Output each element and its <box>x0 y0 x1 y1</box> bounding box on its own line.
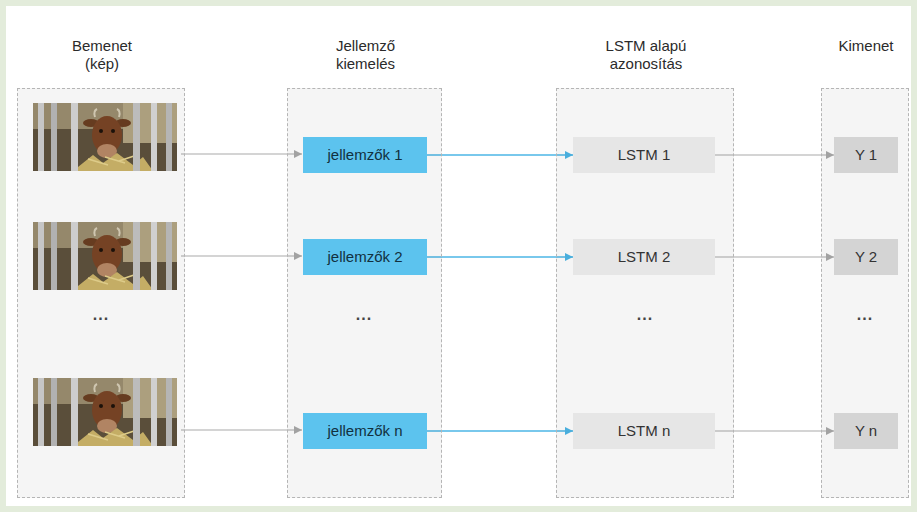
feature-box: jellemzők 1 <box>303 137 427 173</box>
feature-box: jellemzők 2 <box>303 239 427 275</box>
box-label: LSTM 2 <box>618 248 671 266</box>
column-heading-slot: Kimenet <box>816 37 916 55</box>
image-arrow <box>181 255 302 256</box>
column-heading-slot: Bemenet (kép) <box>62 37 142 73</box>
feature-box: jellemzők n <box>303 413 427 449</box>
column-heading: LSTM alapú azonosítás <box>591 37 701 73</box>
image-arrow <box>181 429 302 430</box>
column-heading: Kimenet <box>816 37 916 55</box>
image-arrow <box>181 153 302 154</box>
box-label: jellemzők n <box>327 422 402 440</box>
stage-panel: KimenetY 1Y 2Y n <box>821 88 909 498</box>
lstm-box: LSTM 1 <box>573 137 715 173</box>
flow-arrow <box>427 256 573 257</box>
flow-arrow <box>427 154 573 155</box>
output-box: Y 1 <box>834 137 898 173</box>
stage-panel: Jellemző kiemelésjellemzők 1jellemzők 2j… <box>287 88 442 498</box>
lstm-box: LSTM 2 <box>573 239 715 275</box>
column-heading-slot: LSTM alapú azonosítás <box>591 37 701 73</box>
column-heading: Bemenet (kép) <box>62 37 142 73</box>
ellipsis-label: ... <box>71 306 131 324</box>
box-label: jellemzők 1 <box>327 146 402 164</box>
column-heading-slot: Jellemző kiemelés <box>316 37 416 73</box>
column-heading: Jellemző kiemelés <box>316 37 416 73</box>
output-box: Y n <box>834 413 898 449</box>
ellipsis-slot: ... <box>615 306 675 324</box>
ellipsis-label: ... <box>615 306 675 324</box>
box-label: jellemzők 2 <box>327 248 402 266</box>
ellipsis-slot: ... <box>835 306 895 324</box>
ellipsis-slot: ... <box>334 306 394 324</box>
stage-panel: Bemenet (kép) <box>17 88 185 498</box>
lstm-box: LSTM n <box>573 413 715 449</box>
box-label: Y n <box>855 422 877 440</box>
ellipsis-label: ... <box>334 306 394 324</box>
flow-arrow <box>427 430 573 431</box>
ellipsis-label: ... <box>835 306 895 324</box>
ellipsis-slot: ... <box>71 306 131 324</box>
box-label: LSTM n <box>618 422 671 440</box>
output-box: Y 2 <box>834 239 898 275</box>
box-label: LSTM 1 <box>618 146 671 164</box>
box-label: Y 2 <box>855 248 877 266</box>
box-label: Y 1 <box>855 146 877 164</box>
stage-panel: LSTM alapú azonosításLSTM 1LSTM 2LSTM n <box>556 88 734 498</box>
